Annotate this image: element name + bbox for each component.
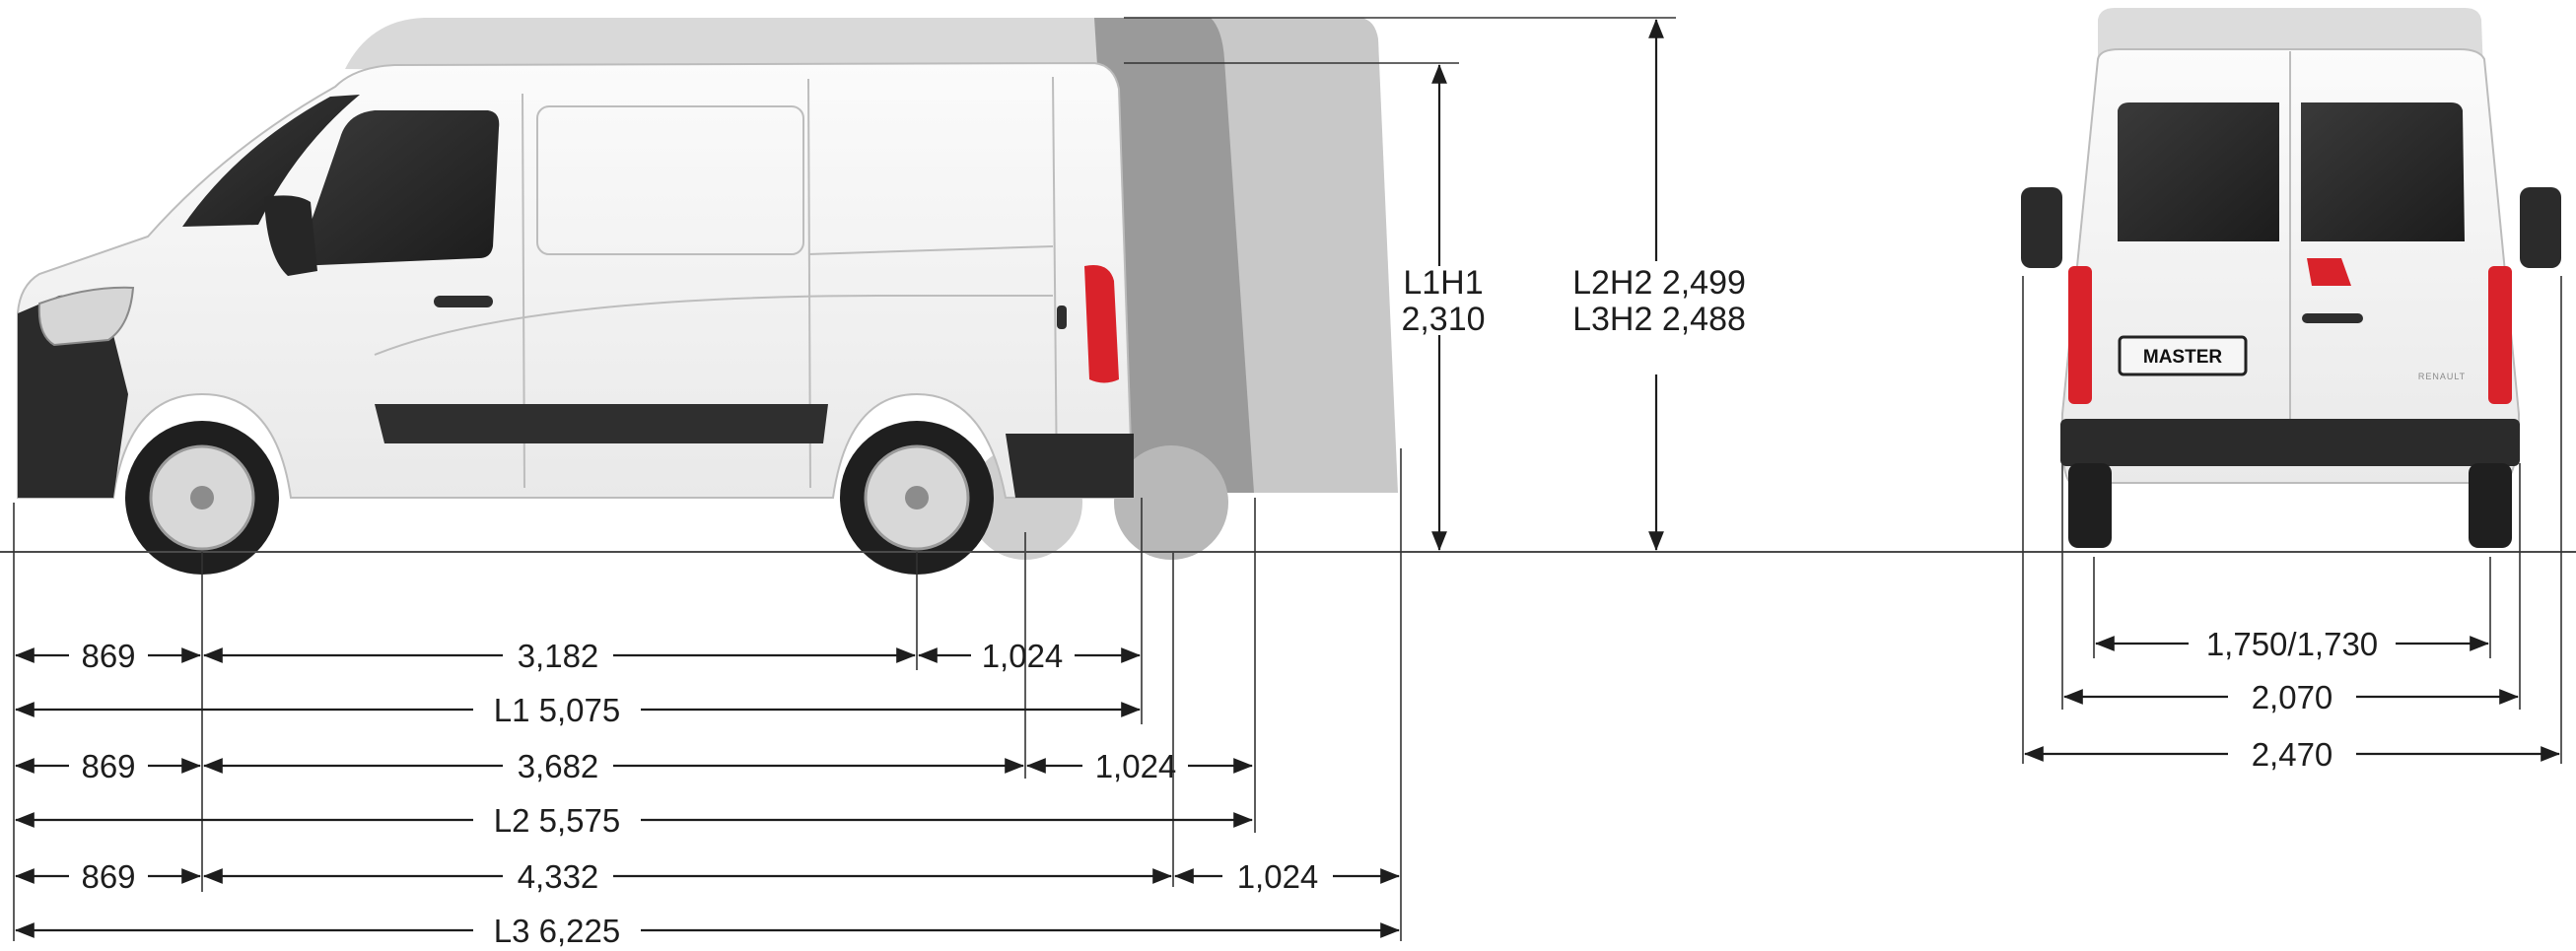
total-length-l2: L2 5,575 <box>494 802 620 839</box>
wheelbase-l1: 3,182 <box>518 638 599 674</box>
front-overhang-l3: 869 <box>81 858 135 895</box>
height-dimension-l1h1: L1H1 2,310 <box>1401 64 1486 551</box>
width-dimension-mirrors: 2,470 <box>2024 736 2560 773</box>
rear-overhang-l2: 1,024 <box>1095 748 1177 784</box>
rear-wheel <box>840 421 994 575</box>
side-rub-strip <box>375 404 828 443</box>
height-dimension-l2-l3: L2H2 2,499 L3H2 2,488 <box>1572 19 1746 551</box>
extension-lines <box>13 276 2562 941</box>
tail-light <box>1084 265 1119 383</box>
left-tail-light <box>2068 266 2092 404</box>
track-width-value: 1,750/1,730 <box>2206 626 2378 662</box>
wheelbase-l3: 4,332 <box>518 858 599 895</box>
rear-bumper <box>1006 434 1134 498</box>
rear-overhang-l3: 1,024 <box>1237 858 1319 895</box>
front-wheel <box>125 421 279 575</box>
rear-tire-left <box>2068 463 2112 548</box>
total-length-l1: L1 5,075 <box>494 692 620 728</box>
right-mirror <box>2520 187 2561 268</box>
rear-handle <box>2302 313 2363 323</box>
front-bumper <box>18 295 128 498</box>
l2-extension <box>1094 18 1254 493</box>
rear-window-left <box>2118 102 2279 241</box>
width-dimension-track: 1,750/1,730 <box>2095 626 2489 662</box>
side-window <box>296 110 500 266</box>
height-l1h1-label: L1H1 <box>1403 264 1483 302</box>
dimension-row-l3: 869 4,332 1,024 L3 6,225 <box>15 858 1400 949</box>
mirror-width-value: 2,470 <box>2252 736 2333 773</box>
dimension-row-l2: 869 3,682 1,024 L2 5,575 <box>15 748 1253 839</box>
brand-badge: RENAULT <box>2418 372 2466 381</box>
wheelbase-l2: 3,682 <box>518 748 599 784</box>
master-badge: MASTER <box>2143 347 2223 368</box>
master-badge-plate <box>2118 335 2248 376</box>
side-view-van <box>17 18 1398 616</box>
rear-tire-right <box>2469 463 2512 548</box>
rear-overhang-l1: 1,024 <box>982 638 1064 674</box>
side-mirror <box>264 195 317 276</box>
right-tail-light <box>2488 266 2512 404</box>
height-l1h1-value: 2,310 <box>1401 301 1485 338</box>
front-door-handle <box>434 296 493 307</box>
total-length-l3: L3 6,225 <box>494 913 620 949</box>
rear-red-marker <box>2307 258 2351 286</box>
width-dimension-body: 2,070 <box>2063 679 2519 715</box>
rear-window-right <box>2301 102 2465 241</box>
rear-view-van: MASTER RENAULT <box>2021 8 2561 548</box>
slide-door-handle <box>1057 306 1067 329</box>
van-body <box>17 61 1136 499</box>
headlight <box>37 286 135 347</box>
ground-lines <box>0 17 2576 553</box>
left-mirror <box>2021 187 2062 268</box>
windshield <box>182 95 360 227</box>
front-overhang-l1: 869 <box>81 638 135 674</box>
body-width-value: 2,070 <box>2252 679 2333 715</box>
height-l3h2-text: L3H2 2,488 <box>1572 301 1746 338</box>
rear-bumper-view <box>2060 419 2520 466</box>
height-l2h2-text: L2H2 2,499 <box>1572 264 1746 302</box>
front-overhang-l2: 869 <box>81 748 135 784</box>
dimension-row-l1: 869 3,182 1,024 L1 5,075 <box>15 638 1141 728</box>
